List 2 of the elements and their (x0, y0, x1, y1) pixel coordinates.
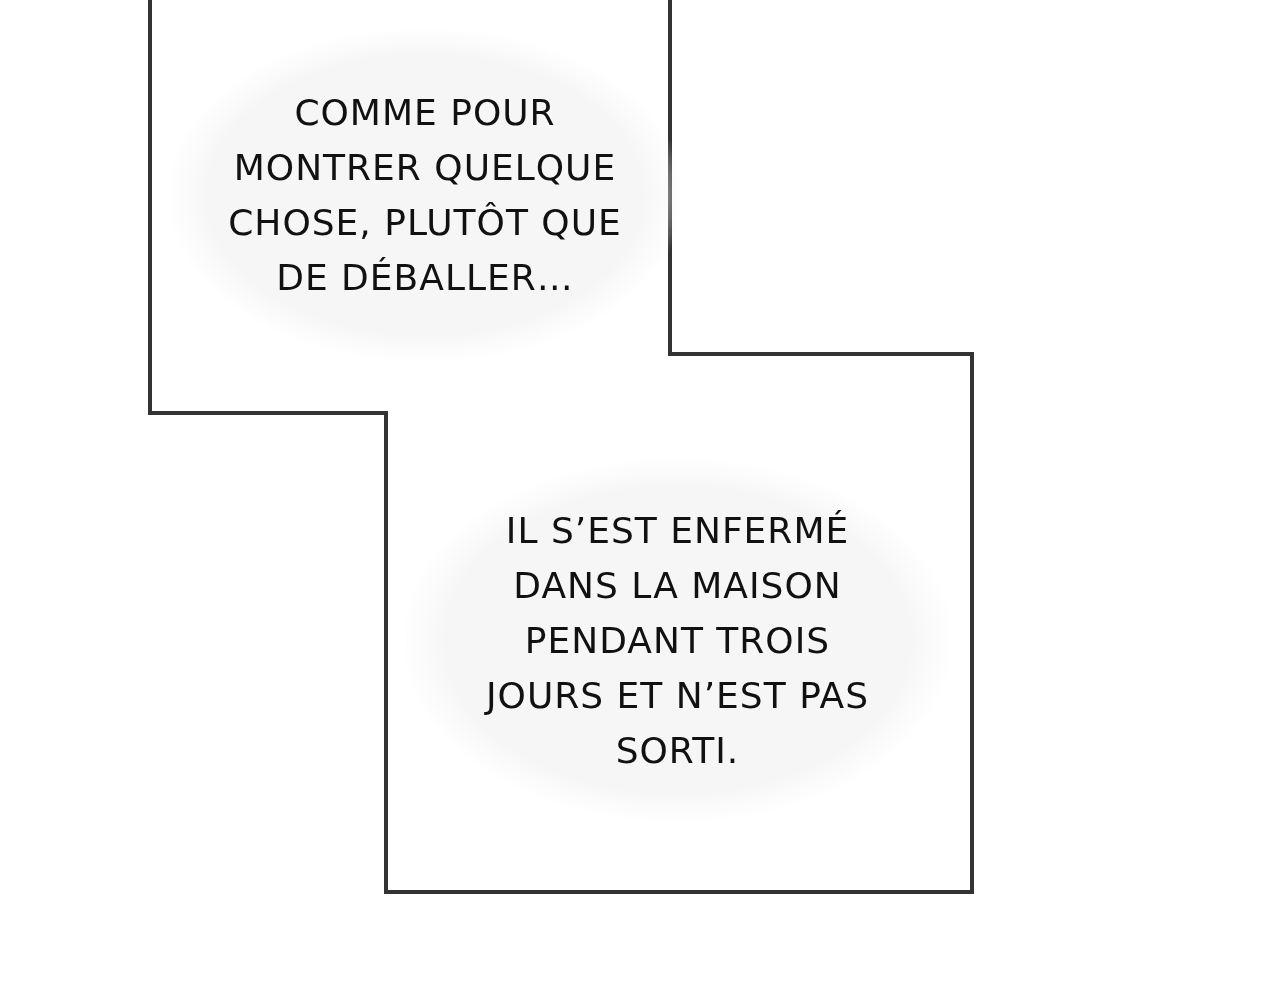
narration-text: IL S’EST ENFERMÉ DANS LA MAISON PENDANT TROIS JOURS ET N’EST PAS SORTI. (483, 508, 871, 773)
narration-text: COMME POUR MONTRER QUELQUE CHOSE, PLUTÔT QUE DE DÉBALLER… (227, 91, 623, 300)
